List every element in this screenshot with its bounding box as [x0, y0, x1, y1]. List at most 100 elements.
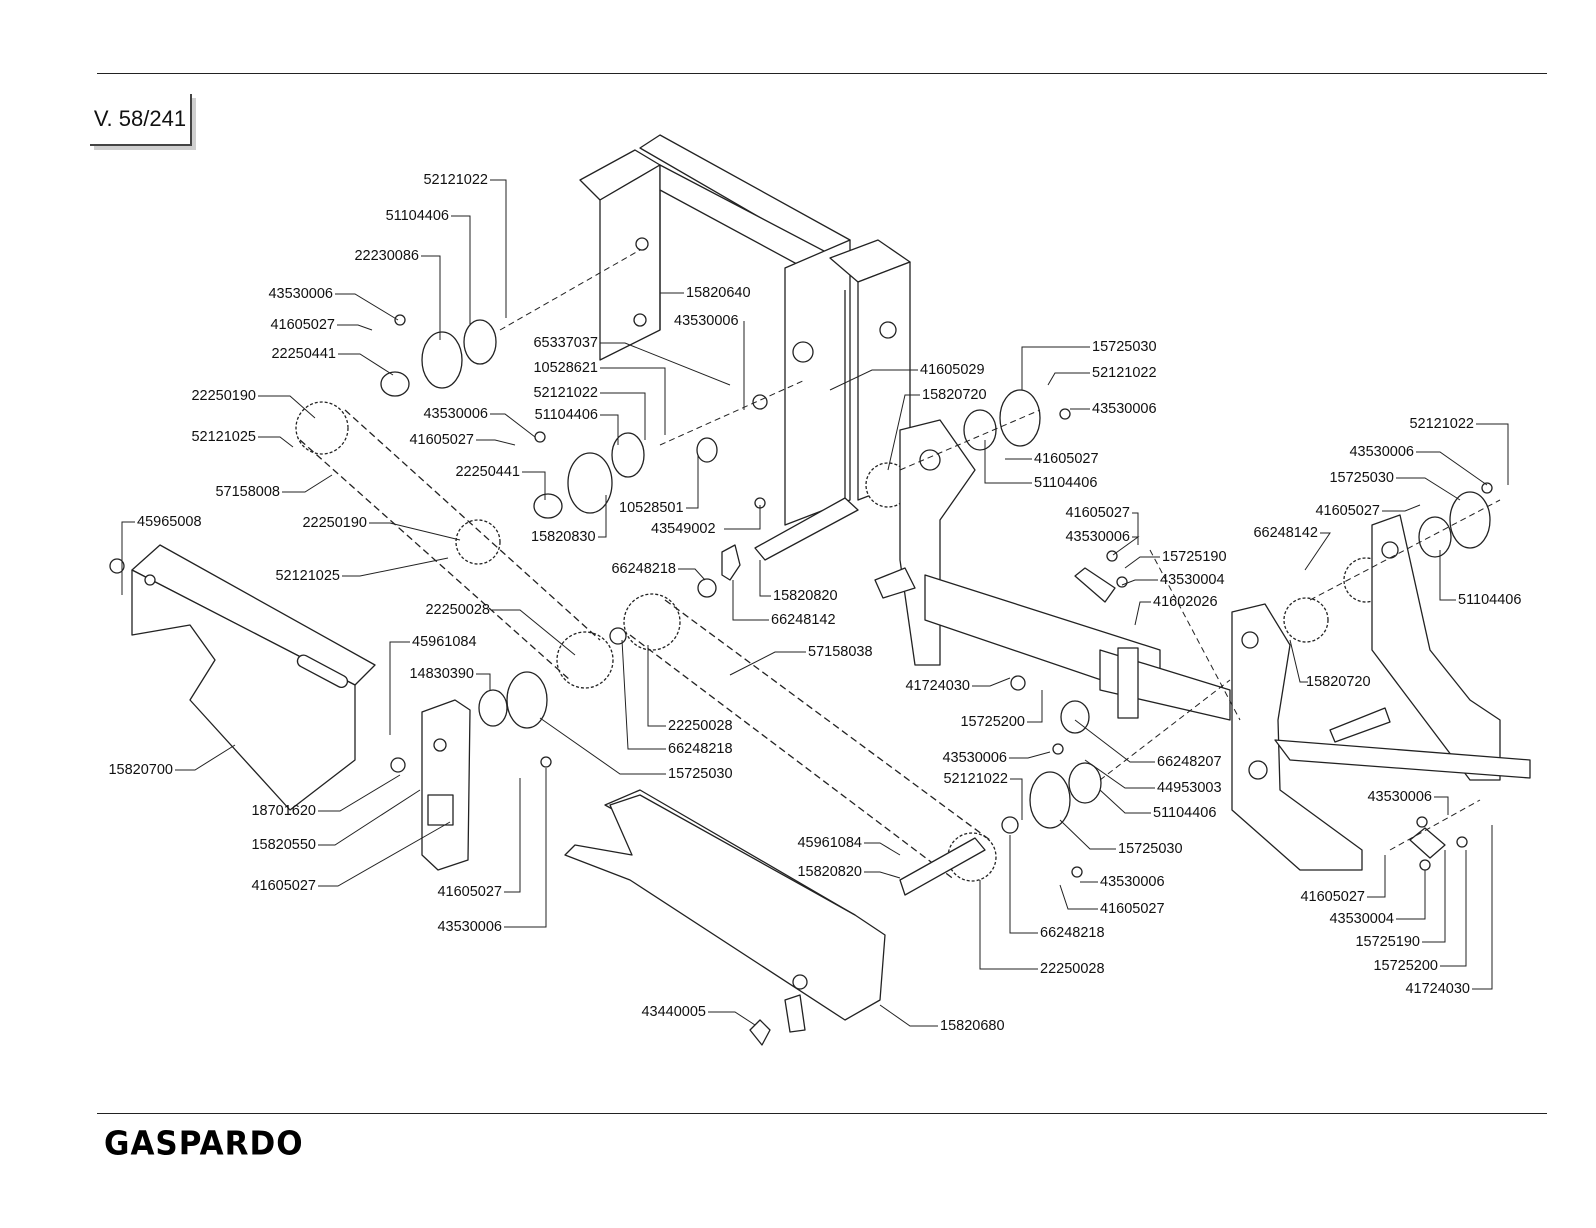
leader-line	[258, 436, 294, 448]
leader-line	[879, 1004, 938, 1027]
part-label: 51104406	[1034, 475, 1097, 491]
part-label: 41605027	[409, 432, 474, 448]
part-label: 41605029	[920, 362, 985, 378]
part-label: 52121022	[423, 172, 488, 188]
part-label: 15725030	[1329, 470, 1394, 486]
part-label: 52121022	[1092, 365, 1157, 381]
part-label: 22250028	[1040, 961, 1105, 977]
part-label: 22250028	[668, 718, 733, 734]
part-label: 10528501	[619, 500, 684, 516]
leader-line	[984, 440, 1032, 484]
leader-line	[1416, 451, 1488, 486]
part-label: 66248142	[771, 612, 836, 628]
leader-line	[490, 179, 507, 318]
leader-line	[678, 568, 706, 581]
part-label: 52121022	[1409, 416, 1474, 432]
part-label: 22250441	[271, 346, 336, 362]
part-label: 18701620	[251, 803, 316, 819]
leader-line	[1439, 550, 1456, 601]
part-label: 45965008	[137, 514, 202, 530]
part-label: 41605027	[1315, 503, 1380, 519]
part-label: 41605027	[270, 317, 335, 333]
leader-line	[1382, 504, 1421, 512]
leader-line	[318, 821, 451, 887]
part-label: 43530004	[1160, 572, 1225, 588]
part-label: 66248142	[1253, 525, 1318, 541]
leader-line	[318, 774, 401, 812]
leader-line	[600, 392, 646, 440]
leader-line	[729, 651, 806, 676]
leader-line	[175, 744, 236, 771]
leader-line	[476, 439, 516, 446]
part-label: 41724030	[905, 678, 970, 694]
part-label: 43530006	[1092, 401, 1157, 417]
leader-line	[1434, 796, 1449, 815]
part-label: 45961084	[797, 835, 862, 851]
part-label: 15725190	[1355, 934, 1420, 950]
leader-line	[621, 639, 666, 750]
part-label: 66248207	[1157, 754, 1222, 770]
part-label: 15820830	[531, 529, 596, 545]
leader-line	[724, 505, 761, 530]
leader-line	[864, 842, 901, 856]
leader-line	[686, 455, 699, 509]
leader-line	[1124, 556, 1160, 569]
part-label: 51104406	[535, 407, 598, 423]
leader-line	[1304, 532, 1331, 571]
part-label: 41605027	[251, 878, 316, 894]
part-label: 52121025	[191, 429, 256, 445]
leader-line	[369, 522, 461, 541]
part-label: 15725030	[1118, 841, 1183, 857]
part-label: 15820640	[686, 285, 751, 301]
part-label: 15820700	[108, 762, 173, 778]
leader-line	[1009, 751, 1051, 759]
plate-15820550	[421, 699, 471, 871]
top-rule	[97, 73, 1547, 74]
part-label: 43530006	[942, 750, 1007, 766]
bottom-rule	[97, 1113, 1547, 1114]
part-label: 22250190	[191, 388, 256, 404]
leader-line	[337, 324, 373, 331]
toolbar-beam	[924, 574, 1231, 721]
leader-line	[972, 677, 1011, 687]
leader-line	[647, 645, 666, 727]
sprockets	[295, 401, 1389, 882]
leader-line	[1132, 512, 1139, 545]
chains	[299, 409, 991, 881]
leader-line	[1289, 639, 1308, 683]
part-label: 44953003	[1157, 780, 1222, 796]
leader-line	[1059, 884, 1098, 910]
part-label: 22230086	[354, 248, 419, 264]
leader-line	[1047, 372, 1090, 386]
shafts	[754, 497, 1391, 896]
part-label: 43440005	[641, 1004, 706, 1020]
leader-line	[708, 1011, 756, 1026]
leader-line	[1396, 477, 1461, 501]
leader-line	[1059, 819, 1116, 850]
artwork-lines	[109, 134, 1531, 1046]
leader-line	[504, 778, 521, 893]
part-label: 41605027	[1034, 451, 1099, 467]
main-frame	[579, 134, 911, 526]
leader-line	[522, 471, 546, 500]
leader-line	[1099, 789, 1151, 814]
left-chain-guard	[131, 544, 376, 811]
leader-line	[282, 474, 333, 493]
part-label: 15820720	[1306, 674, 1371, 690]
part-label: 52121025	[275, 568, 340, 584]
leader-line	[598, 495, 607, 538]
part-label: 43530006	[1349, 444, 1414, 460]
leader-line	[600, 367, 666, 435]
leader-line	[476, 673, 491, 690]
part-label: 43530006	[1367, 789, 1432, 805]
leader-line	[979, 880, 1038, 970]
part-label: 51104406	[1458, 592, 1521, 608]
part-label: 41605027	[1100, 901, 1165, 917]
leader-line	[600, 414, 619, 445]
leader-line	[1134, 601, 1151, 626]
part-label: 66248218	[611, 561, 676, 577]
part-label: 51104406	[386, 208, 449, 224]
part-label: 43549002	[651, 521, 716, 537]
part-label: 15725030	[668, 766, 733, 782]
leader-line	[1367, 855, 1386, 898]
